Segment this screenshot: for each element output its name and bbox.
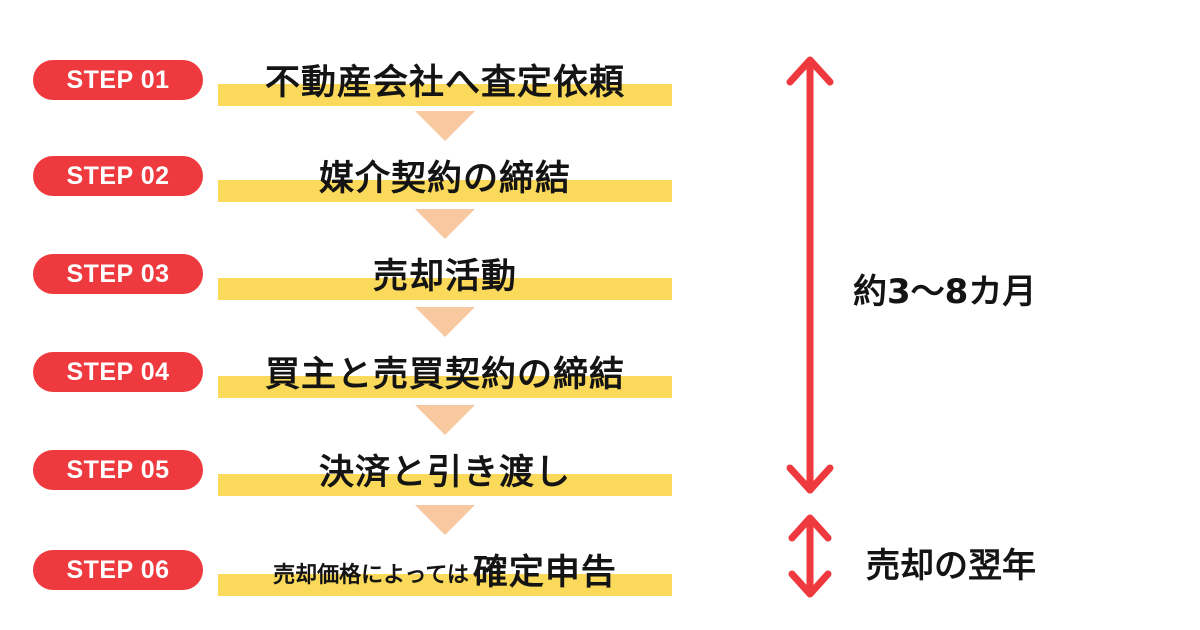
step-05: STEP 05 決済と引き渡し	[0, 440, 700, 500]
down-connector	[415, 307, 475, 337]
duration-after-label: 売却の翌年	[866, 546, 1036, 586]
step-label: 不動産会社へ査定依頼	[264, 62, 625, 103]
label-highlight	[218, 278, 672, 300]
down-connector	[415, 111, 475, 141]
down-connector	[415, 209, 475, 239]
short-double-arrow-icon	[788, 514, 832, 598]
step-badge: STEP 06	[33, 550, 203, 590]
step-label: 売却活動	[372, 256, 517, 297]
step-04: STEP 04 買主と売買契約の締結	[0, 342, 700, 402]
step-06: STEP 06 売却価格によっては確定申告	[0, 540, 700, 600]
label-highlight	[218, 474, 672, 496]
step-badge: STEP 02	[33, 156, 203, 196]
duration-main-label: 約3〜8カ月	[853, 272, 1037, 312]
step-badge: STEP 05	[33, 450, 203, 490]
label-highlight	[218, 84, 672, 106]
step-02: STEP 02 媒介契約の締結	[0, 146, 700, 206]
step-label: 媒介契約の締結	[318, 158, 571, 199]
step-label: 買主と売買契約の締結	[264, 354, 625, 395]
long-double-arrow-icon	[786, 56, 834, 494]
label-highlight	[218, 376, 672, 398]
label-highlight	[218, 180, 672, 202]
label-highlight	[218, 574, 672, 596]
down-connector	[415, 405, 475, 435]
step-badge: STEP 03	[33, 254, 203, 294]
step-label: 決済と引き渡し	[318, 452, 571, 493]
step-01: STEP 01 不動産会社へ査定依頼	[0, 50, 700, 110]
step-03: STEP 03 売却活動	[0, 244, 700, 304]
step-label-prefix: 売却価格によっては	[273, 563, 469, 588]
step-badge: STEP 01	[33, 60, 203, 100]
step-label: 売却価格によっては確定申告	[218, 542, 672, 596]
step-label-main: 確定申告	[472, 552, 617, 593]
step-badge: STEP 04	[33, 352, 203, 392]
down-connector	[415, 505, 475, 535]
